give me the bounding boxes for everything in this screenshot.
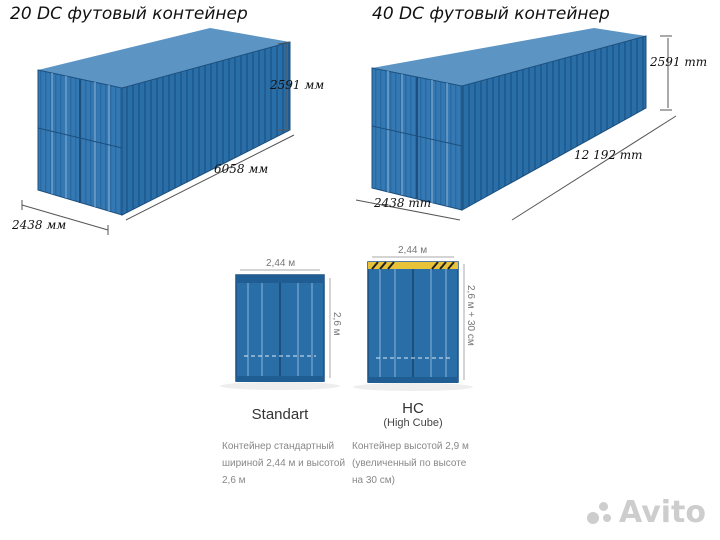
hc-description: Контейнер высотой 2,9 м (увеличенный по … [352, 438, 469, 489]
title-20dc: 20 DC футовый контейнер [10, 4, 248, 24]
standard-desc-line: шириной 2,44 м и высотой [222, 458, 346, 469]
dim-40dc-width: 2438 mm [374, 196, 432, 210]
standard-width-label: 2,44 м [266, 258, 296, 269]
dim-20dc-height: 2591 мм [270, 78, 325, 92]
dim-40dc-height: 2591 mm [650, 55, 708, 69]
hc-height-label: 2,6 м + 30 см [465, 285, 476, 346]
standard-height-label: 2,6 м [331, 312, 342, 336]
dim-20dc-length: 6058 мм [214, 162, 269, 176]
container-20dc [21, 28, 295, 235]
standard-front-view [220, 269, 340, 390]
hc-desc-line: (увеличенный по высоте [352, 458, 467, 469]
standard-desc-line: 2,6 м [222, 475, 246, 486]
standard-description: Контейнер стандартный шириной 2,44 м и в… [222, 438, 345, 489]
hc-front-view [353, 256, 473, 391]
dim-40dc-length: 12 192 mm [574, 148, 643, 162]
title-40dc: 40 DC футовый контейнер [372, 4, 610, 24]
hc-title: HC [402, 400, 424, 417]
hc-width-label: 2,44 м [398, 245, 428, 256]
container-40dc [355, 28, 677, 221]
avito-logo-icon [585, 498, 615, 528]
standard-desc-line: Контейнер стандартный [222, 441, 335, 452]
avito-watermark: Avito [585, 495, 706, 530]
hc-desc-line: на 30 см) [352, 475, 395, 486]
hc-subtitle: (High Cube) [383, 417, 443, 429]
hc-desc-line: Контейнер высотой 2,9 м [352, 441, 469, 452]
avito-watermark-text: Avito [619, 495, 706, 530]
standard-title: Standart [251, 406, 309, 423]
dim-20dc-width: 2438 мм [12, 218, 67, 232]
hc-hazard-stripes [371, 261, 455, 270]
